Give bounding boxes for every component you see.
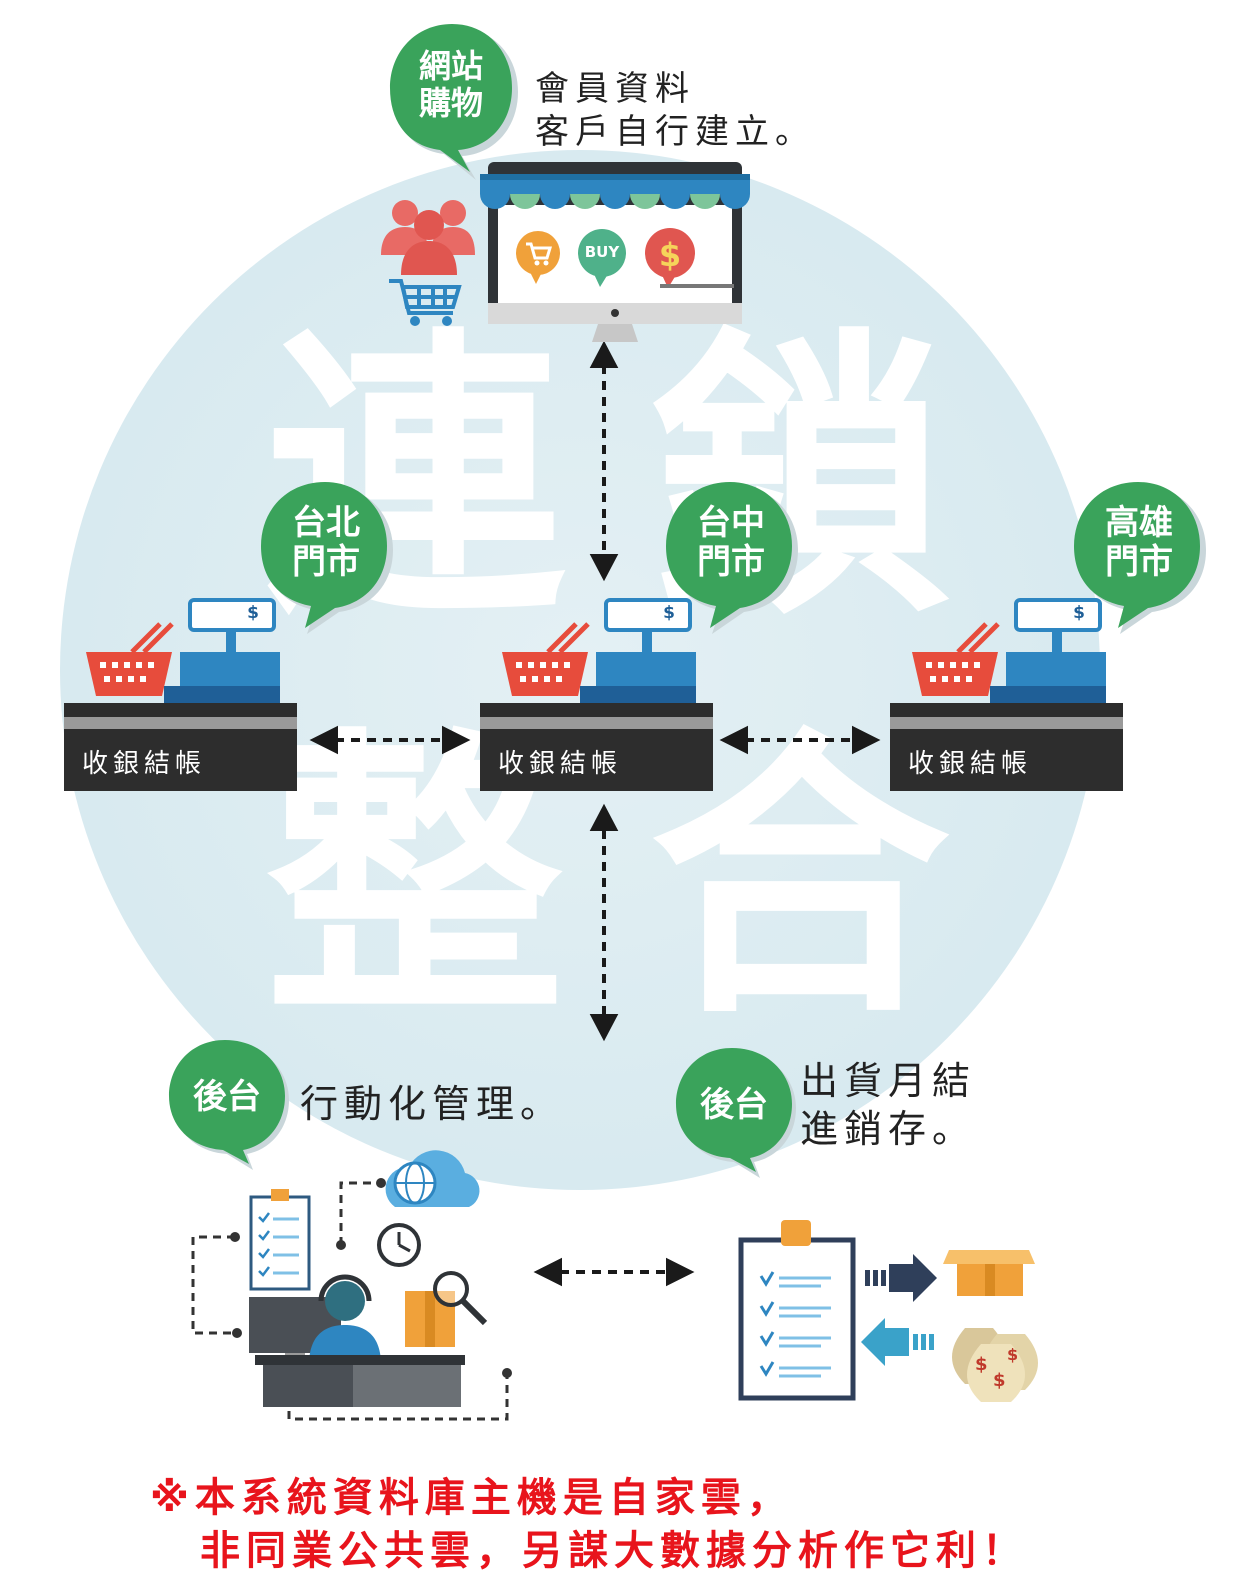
back-office-illustration [191,1150,512,1421]
bubble-web-line1: 網站 [418,47,483,85]
bubble-taichung-text: 台中 門市 [669,503,793,583]
bubble-taichung-line2: 門市 [697,542,765,583]
awning [480,174,750,209]
money-bag-icon: $ $ $ [952,1328,1038,1402]
arrow-head-up [589,803,619,831]
bubble-taipei-line2: 門市 [292,542,360,583]
caption-web-line2: 客戶自行建立。 [535,111,815,152]
cash-register-taichung [502,598,696,704]
clipboard-icon [738,1220,856,1401]
shopping-cart-icon [389,279,462,315]
svg-text:$: $ [993,1370,1006,1391]
arrow-head-down [589,554,619,582]
counter-stripe [890,717,1123,729]
bubble-taipei-line1: 台北 [292,503,360,543]
caption-web: 會員資料 客戶自行建立。 [535,68,815,153]
speech-bubble-kaohsiung [1074,482,1206,634]
counter-taipei-label: 收銀結帳 [82,749,207,779]
speech-bubble-web [390,24,518,180]
monitor-icon [480,162,750,342]
bubble-taipei-text: 台北 門市 [264,503,388,583]
speech-bubble-backend-right [676,1048,796,1178]
speech-bubble-taipei [261,482,393,634]
register-taichung-symbol: $ [663,603,675,623]
counter-kaohsiung: 收銀結帳 [890,703,1123,791]
screen-cart-bubble [516,231,560,284]
caption-backend-right-line2: 進銷存。 [800,1106,977,1151]
bubble-kaohsiung-line2: 門市 [1105,542,1173,583]
svg-text:$: $ [975,1354,988,1375]
counter-taipei: 收銀結帳 [64,703,297,791]
speech-bubble-taichung [666,482,798,634]
clipboard-icon [249,1189,311,1291]
cash-register-taipei [86,598,280,704]
note-line-2: 非同業公共雲，另謀大數據分析作它利！ [200,1528,1028,1574]
arrow-head-down [589,1014,619,1042]
magnifier-icon [433,1271,488,1326]
counter-taichung: 收銀結帳 [480,703,713,791]
note-line-1: ※本系統資料庫主機是自家雲， [150,1475,793,1521]
people-icon [381,200,475,326]
counter-stripe [64,717,297,729]
counter-kaohsiung-label: 收銀結帳 [908,749,1033,779]
register-kaohsiung-symbol: $ [1073,603,1085,623]
arrow-head-up [589,340,619,368]
screen-dollar-bubble [645,228,695,288]
caption-backend-right: 出貨月結 進銷存。 [800,1058,976,1153]
clock-icon [377,1223,421,1267]
bubble-web-text: 網站 購物 [395,48,507,122]
caption-web-line1: 會員資料 [535,69,695,109]
caption-backend-right-line1: 出貨月結 [800,1059,977,1103]
svg-text:$: $ [1007,1345,1018,1364]
bubble-backend-left-text: 後台 [193,1077,261,1117]
arrow-head-right [666,1257,695,1287]
counter-taichung-label: 收銀結帳 [498,749,623,779]
arrow-head-left [309,725,338,755]
arrow-right-icon [865,1254,937,1302]
cloud-globe-icon [385,1150,480,1207]
arrow-head-right [442,725,471,755]
bubble-kaohsiung-line1: 高雄 [1105,503,1173,543]
basket-icon [912,622,1000,696]
bubble-backend-right-text: 後台 [700,1085,768,1125]
bubble-taichung-line1: 台中 [697,503,765,543]
arrow-head-left [719,725,748,755]
bubble-kaohsiung-text: 高雄 門市 [1077,503,1201,583]
basket-icon [502,622,590,696]
cash-register-kaohsiung [912,598,1106,704]
cash-register-icon [990,598,1106,704]
inventory-illustration: $ $ $ [738,1220,1038,1402]
screen-dollar-label: $ [658,236,682,274]
cash-register-icon [580,598,696,704]
speech-bubble-backend-left [169,1040,289,1170]
basket-icon [86,622,174,696]
register-taipei-symbol: $ [247,603,259,623]
bubble-web-line2: 購物 [418,83,483,122]
counter-stripe [480,717,713,729]
screen-buy-bubble [578,229,626,287]
arrow-left-icon [861,1318,934,1366]
arrow-head-right [852,725,881,755]
caption-backend-left: 行動化管理。 [300,1082,565,1126]
arrow-head-left [533,1257,562,1287]
screen-buy-label: BUY [584,243,620,261]
box-icon [405,1291,455,1347]
cash-register-icon [164,598,280,704]
box-icon [943,1250,1035,1296]
